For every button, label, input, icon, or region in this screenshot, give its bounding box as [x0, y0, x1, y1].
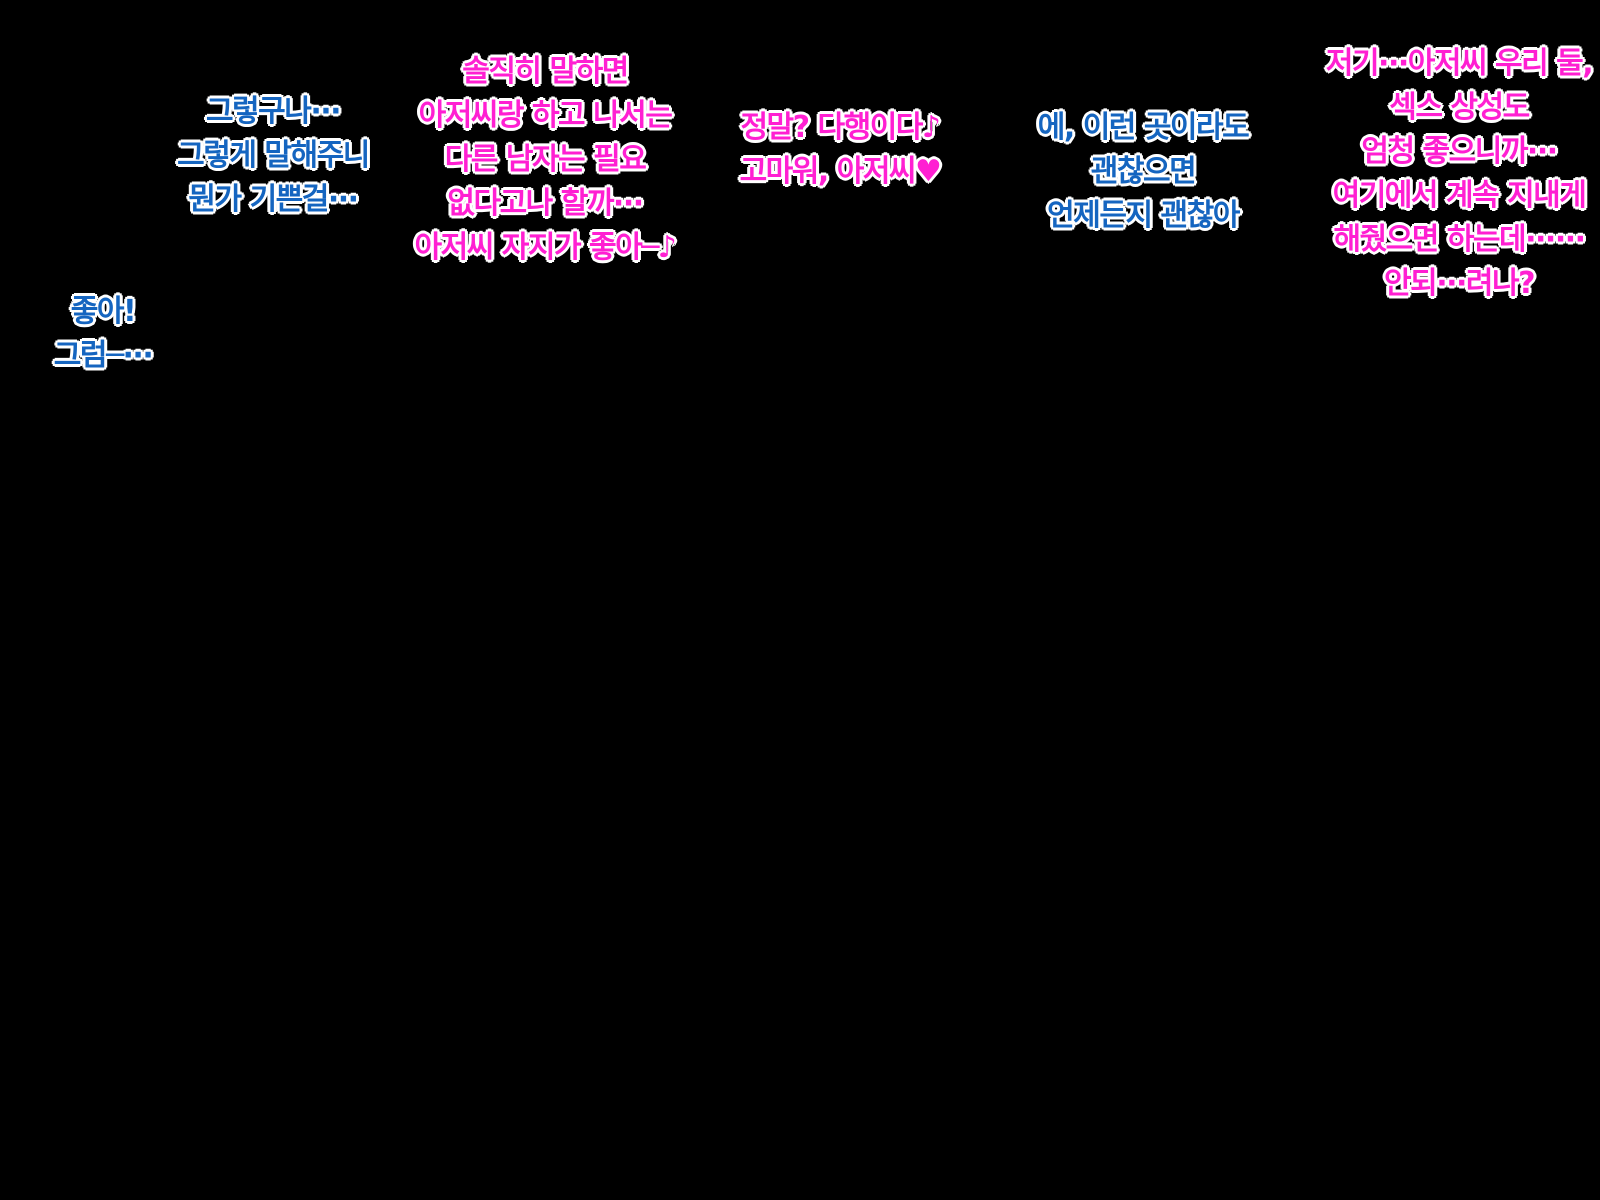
- dialogue-line: 여기에서 계속 지내게: [1332, 178, 1587, 213]
- dialogue-line: 아저씨 자지가 좋아─♪: [414, 230, 677, 265]
- dialogue-line: 그럼─···: [53, 338, 154, 373]
- dialogue-line: 고마워, 아저씨♥: [739, 154, 942, 189]
- dialogue-line: 그렇게 말해주니: [177, 138, 370, 173]
- dialogue-line: 해줬으면 하는데······: [1333, 222, 1586, 257]
- dialogue-line: 좋아!: [70, 294, 137, 329]
- dialogue-line: 안되···려나?: [1384, 266, 1536, 301]
- dialogue-line: 그렇구나···: [205, 94, 342, 129]
- dialogue-line: 괜찮으면: [1090, 154, 1197, 189]
- dialogue-line: 없다고나 할까···: [447, 186, 644, 221]
- dialogue-line: 엄청 좋으니까···: [1361, 134, 1558, 169]
- dialogue-text-3: 솔직히 말하면 아저씨랑 하고 나서는 다른 남자는 필요 없다고나 할까···…: [414, 50, 677, 270]
- dialogue-line: 솔직히 말하면: [462, 54, 629, 89]
- dialogue-text-2: 그렇구나··· 그렇게 말해주니 뭔가 기쁜걸···: [177, 90, 370, 222]
- dialogue-text-1: 좋아! 그럼─···: [53, 290, 154, 378]
- dialogue-text-6: 저기···아저씨 우리 둘, 섹스 상성도 엄청 좋으니까··· 여기에서 계속…: [1325, 42, 1594, 306]
- dialogue-line: 다른 남자는 필요: [444, 142, 647, 177]
- dialogue-text-4: 정말? 다행이다♪ 고마워, 아저씨♥: [739, 106, 942, 194]
- dialogue-line: 언제든지 괜찮아: [1047, 198, 1240, 233]
- dialogue-line: 아저씨랑 하고 나서는: [418, 98, 673, 133]
- dialogue-text-5: 에, 이런 곳이라도 괜찮으면 언제든지 괜찮아: [1037, 106, 1250, 238]
- dialogue-line: 정말? 다행이다♪: [740, 110, 941, 145]
- dialogue-line: 저기···아저씨 우리 둘,: [1325, 46, 1594, 81]
- dialogue-line: 섹스 상성도: [1389, 90, 1530, 125]
- dialogue-line: 뭔가 기쁜걸···: [188, 182, 359, 217]
- dialogue-line: 에, 이런 곳이라도: [1037, 110, 1250, 145]
